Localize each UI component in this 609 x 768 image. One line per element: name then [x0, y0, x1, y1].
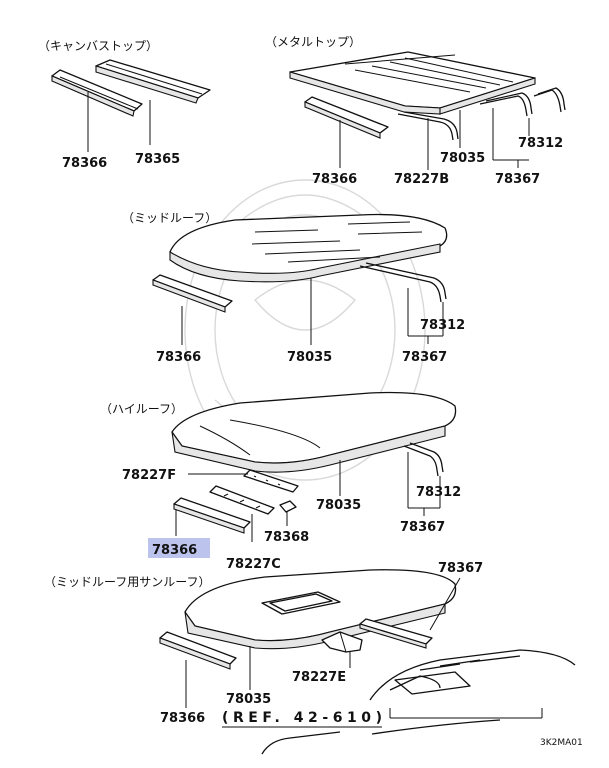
canvas-rail-78365	[95, 59, 211, 104]
canvas-rail-78366	[51, 69, 143, 117]
part-label-mid-78367: 78367	[402, 350, 447, 365]
section-title-high-roof: （ハイルーフ）	[100, 402, 183, 416]
part-label-high-78227c: 78227C	[226, 557, 281, 572]
high-roof-panel	[171, 391, 457, 473]
part-label-high-78312: 78312	[416, 485, 461, 500]
part-label-high-78367: 78367	[400, 520, 445, 535]
diagram-code: 3K2MA01	[540, 738, 583, 748]
highlight-box	[148, 538, 210, 558]
high-rail-78227f	[243, 469, 299, 493]
part-label-metal-78366: 78366	[312, 172, 357, 187]
section-title-mid-roof: （ミッドルーフ）	[122, 211, 217, 225]
high-rail-78366	[173, 497, 251, 534]
part-label-canvas-78365: 78365	[135, 152, 180, 167]
part-label-metal-78367: 78367	[495, 172, 540, 187]
part-label-mid-78312: 78312	[420, 318, 465, 333]
part-label-sunroof-78366: 78366	[160, 711, 205, 726]
part-label-mid-78035: 78035	[287, 350, 332, 365]
body-reference-outline	[261, 649, 576, 755]
part-label-sunroof-78367: 78367	[438, 561, 483, 576]
part-label-metal-78312: 78312	[518, 136, 563, 151]
mid-roof-panel	[169, 213, 448, 283]
sunroof-rail-78367	[359, 618, 433, 649]
section-title-canvas-top: （キャンバストップ）	[38, 39, 158, 53]
reference-note: (REF. 42-610)	[222, 710, 382, 726]
part-label-sunroof-78035: 78035	[226, 692, 271, 707]
high-rail-78312	[403, 442, 444, 477]
part-label-metal-78227b: 78227B	[394, 172, 449, 187]
sunroof-roof-panel	[184, 569, 457, 650]
part-label-high-78368: 78368	[264, 530, 309, 545]
high-clip-78368	[279, 500, 297, 513]
metal-rail-78227b	[397, 111, 459, 141]
part-label-metal-78035: 78035	[440, 151, 485, 166]
metal-rail-78312	[479, 87, 566, 117]
part-label-high-78227f: 78227F	[122, 468, 176, 483]
part-label-canvas-78366: 78366	[62, 156, 107, 171]
metal-roof-panel	[289, 51, 536, 115]
leader-line	[429, 577, 461, 631]
metal-rail-78366	[304, 96, 389, 139]
section-title-metal-top: （メタルトップ）	[265, 35, 361, 49]
part-label-high-78035: 78035	[316, 498, 361, 513]
sunroof-rail-78366	[159, 631, 237, 670]
mid-rail-78312	[359, 262, 447, 303]
sunroof-bracket-78227e	[321, 631, 363, 653]
part-label-mid-78366: 78366	[156, 350, 201, 365]
mid-rail-78366	[152, 274, 233, 313]
section-title-mid-roof-sunroof: （ミッドルーフ用サンルーフ）	[44, 575, 211, 589]
part-label-high-78366-highlighted: 78366	[152, 543, 197, 558]
part-label-sunroof-78227e: 78227E	[292, 670, 346, 685]
high-rail-78227c	[209, 485, 275, 515]
